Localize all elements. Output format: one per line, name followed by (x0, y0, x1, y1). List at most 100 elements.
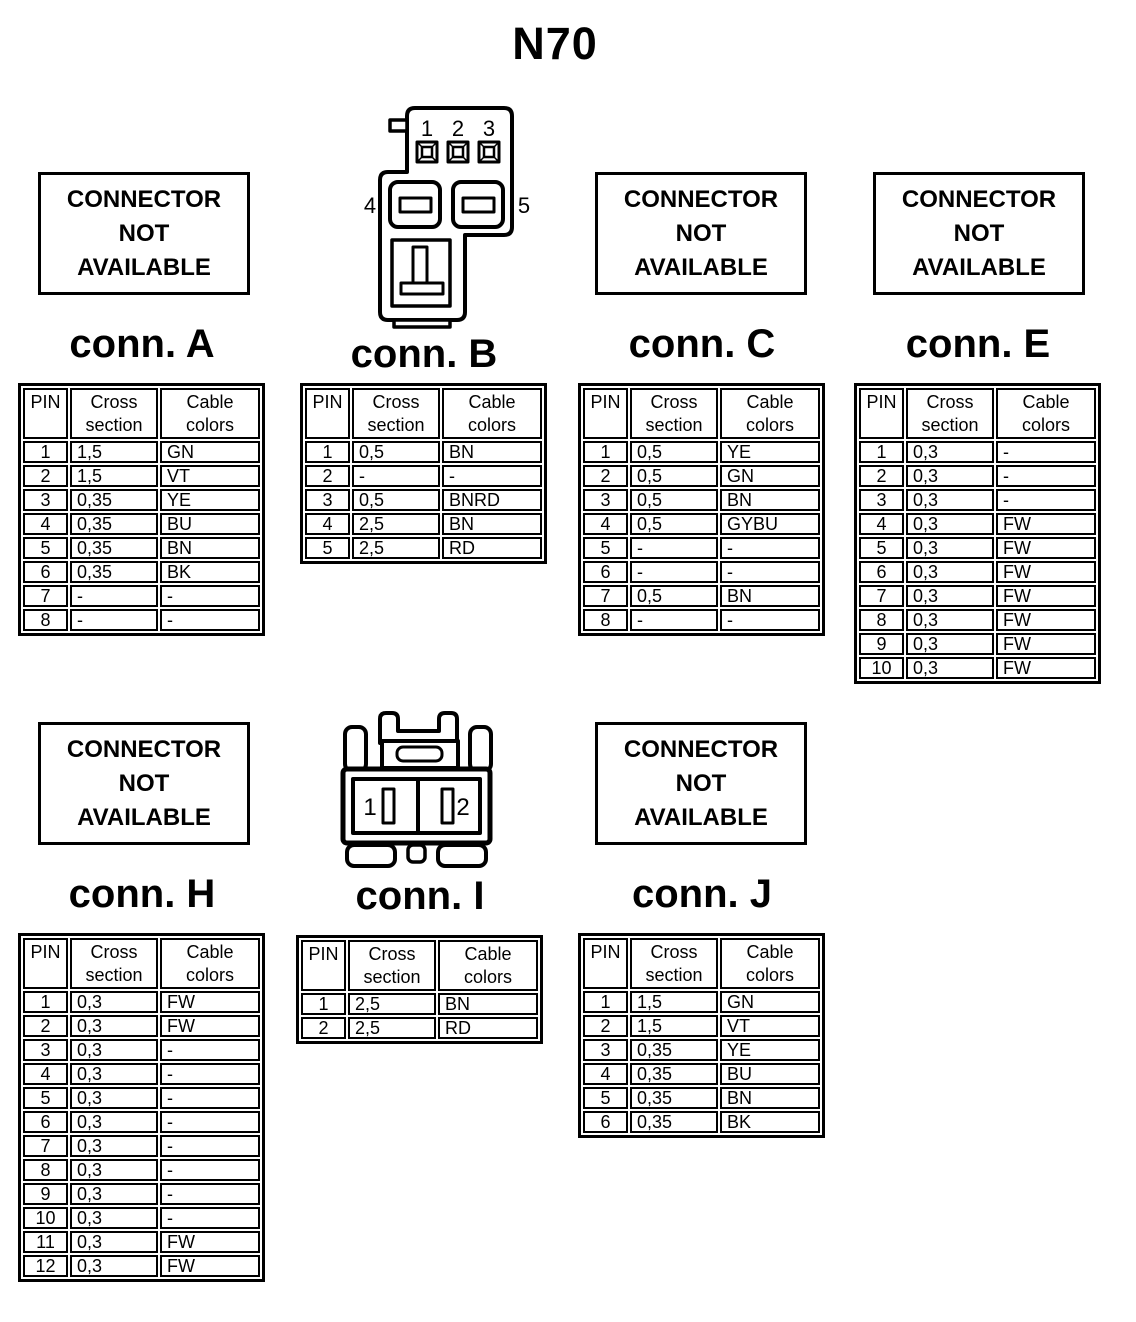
cable-colors-cell: GN (720, 991, 820, 1013)
cable-colors-cell: - (160, 1183, 260, 1205)
cable-colors-cell: BN (438, 993, 538, 1015)
table-header-row: PIN Cross section Cable colors (23, 388, 260, 439)
cable-colors-cell: YE (720, 1039, 820, 1061)
pin-cell: 1 (305, 441, 350, 463)
cable-colors-cell: GYBU (720, 513, 820, 535)
cross-section-cell: 0,5 (630, 441, 718, 463)
cable-colors-cell: VT (720, 1015, 820, 1037)
table-row: 5-- (583, 537, 820, 559)
cable-colors-cell: FW (160, 991, 260, 1013)
pin-cell: 8 (23, 609, 68, 631)
pin-cell: 12 (23, 1255, 68, 1277)
cable-colors-cell: - (160, 1135, 260, 1157)
cross-section-cell: 0,3 (70, 1063, 158, 1085)
pin-cell: 1 (583, 991, 628, 1013)
table-header-row: PIN Cross section Cable colors (583, 938, 820, 989)
cross-section-header: Cross section (630, 938, 718, 989)
pin-header: PIN (305, 388, 350, 439)
cross-section-header: Cross section (906, 388, 994, 439)
cross-section-cell: - (630, 537, 718, 559)
pin-cell: 8 (583, 609, 628, 631)
pin-cell: 7 (583, 585, 628, 607)
table-header-row: PIN Cross section Cable colors (859, 388, 1096, 439)
table-header-row: PIN Cross section Cable colors (301, 940, 538, 991)
cable-colors-cell: YE (720, 441, 820, 463)
cable-colors-cell: FW (996, 585, 1096, 607)
pin-label: 2 (456, 794, 469, 821)
cable-colors-header: Cable colors (720, 388, 820, 439)
pin-cell: 3 (859, 489, 904, 511)
not-available-line: NOT (953, 219, 1005, 247)
cross-section-cell: 0,35 (70, 513, 158, 535)
cable-colors-cell: FW (996, 633, 1096, 655)
pin-header: PIN (301, 940, 346, 991)
cross-section-cell: 0,5 (630, 465, 718, 487)
cable-colors-cell: FW (160, 1231, 260, 1253)
cable-colors-header: Cable colors (996, 388, 1096, 439)
cable-colors-cell: - (720, 609, 820, 631)
cross-section-cell: 0,35 (630, 1111, 718, 1133)
cross-section-cell: 0,35 (630, 1087, 718, 1109)
conn-a-title: conn. A (69, 322, 215, 366)
pin-cell: 2 (23, 465, 68, 487)
cross-section-cell: 2,5 (348, 993, 436, 1015)
pin-cell: 1 (23, 441, 68, 463)
pin-label: 4 (364, 193, 376, 218)
cross-section-cell: 0,35 (70, 489, 158, 511)
pin-cell: 10 (859, 657, 904, 679)
connector-i-drawing: 1 2 (340, 711, 493, 868)
cross-section-cell: 0,3 (906, 561, 994, 583)
cross-section-cell: - (630, 561, 718, 583)
pin-label: 2 (452, 116, 464, 141)
cable-colors-header: Cable colors (442, 388, 542, 439)
pin-cell: 3 (23, 489, 68, 511)
pin-cell: 5 (859, 537, 904, 559)
conn-h-title: conn. H (68, 872, 216, 916)
table-header-row: PIN Cross section Cable colors (583, 388, 820, 439)
pin-cell: 3 (305, 489, 350, 511)
pin-label: 5 (518, 193, 530, 218)
cross-section-cell: 0,5 (352, 489, 440, 511)
cable-colors-cell: YE (160, 489, 260, 511)
pin-cell: 7 (23, 585, 68, 607)
pin-cell: 6 (23, 561, 68, 583)
cross-section-cell: 0,3 (70, 1087, 158, 1109)
pin-header: PIN (583, 938, 628, 989)
cross-section-cell: 0,3 (70, 1183, 158, 1205)
not-available-line: CONNECTOR (623, 185, 779, 213)
cross-section-cell: 0,3 (906, 585, 994, 607)
pin-cell: 2 (859, 465, 904, 487)
cross-section-header: Cross section (70, 388, 158, 439)
not-available-line: NOT (118, 219, 170, 247)
pin-cell: 8 (23, 1159, 68, 1181)
cable-colors-cell: FW (996, 561, 1096, 583)
pin-cell: 3 (583, 1039, 628, 1061)
cross-section-cell: 0,5 (630, 489, 718, 511)
cross-section-cell: 0,35 (70, 561, 158, 583)
cross-section-cell: 1,5 (70, 465, 158, 487)
cross-section-cell: 0,3 (70, 1039, 158, 1061)
cable-colors-cell: RD (438, 1017, 538, 1039)
pin-cell: 4 (23, 513, 68, 535)
cable-colors-header: Cable colors (720, 938, 820, 989)
cross-section-cell: 0,5 (352, 441, 440, 463)
pin-cell: 2 (301, 1017, 346, 1039)
